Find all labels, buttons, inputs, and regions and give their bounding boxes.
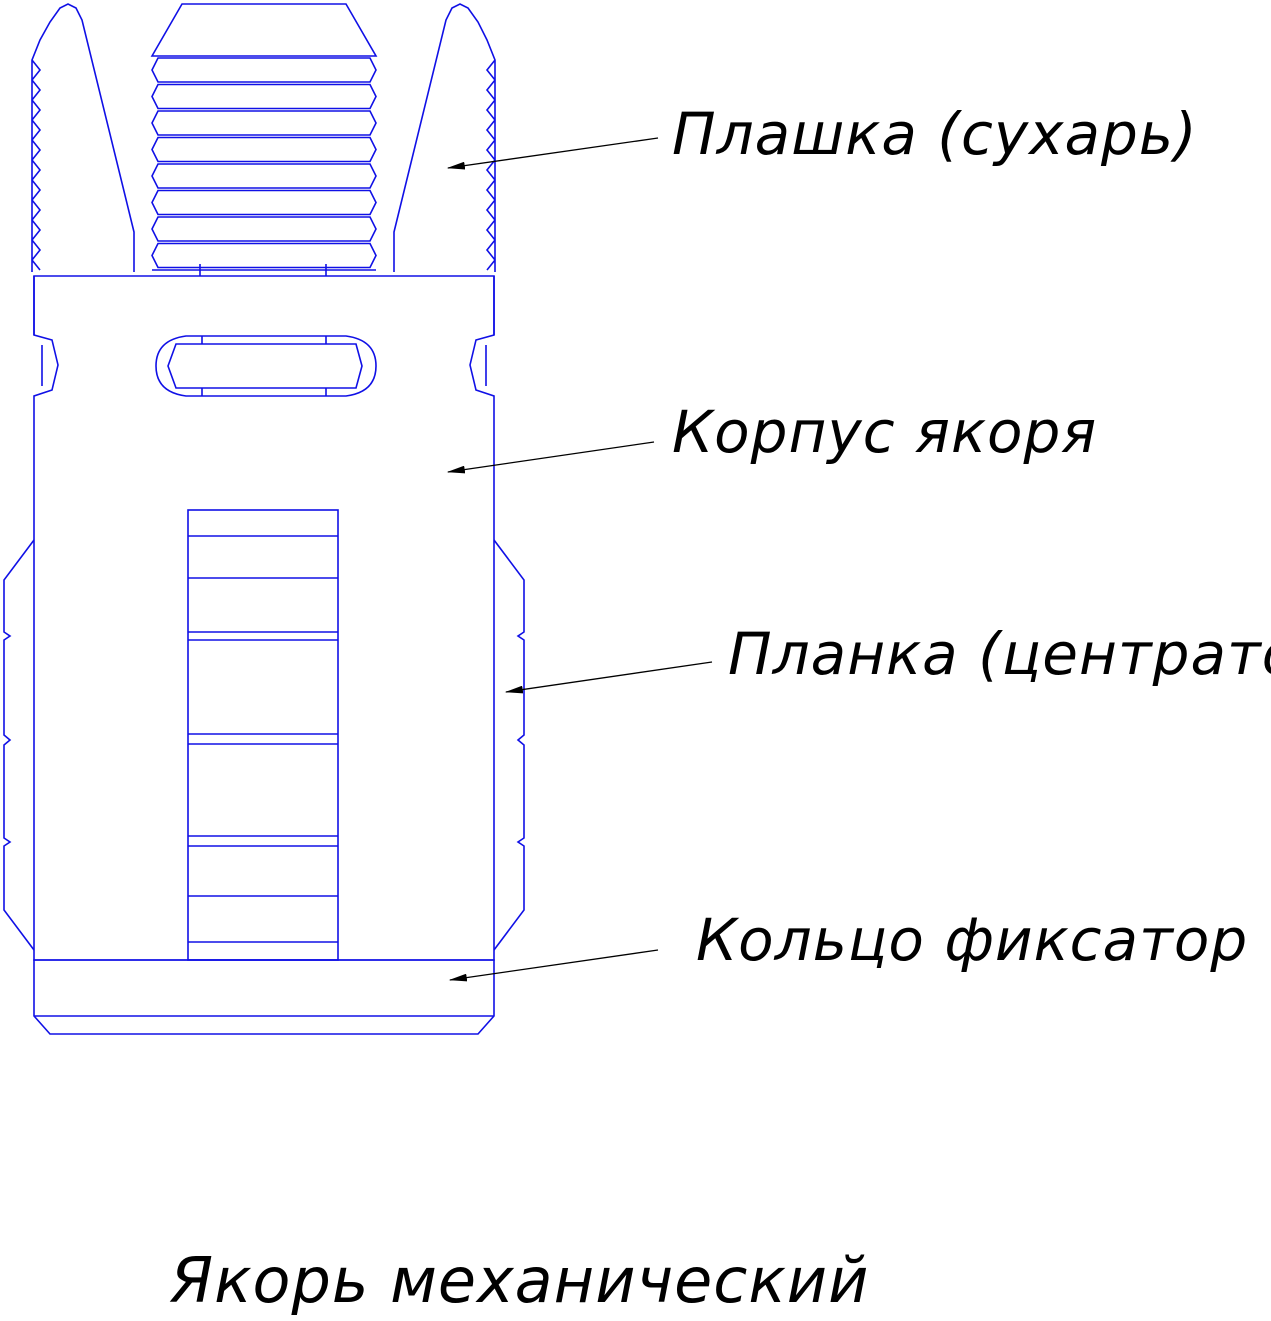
leader-ring	[448, 949, 659, 982]
callout-label-die: Плашка (сухарь)	[672, 100, 1198, 168]
leader-centralizer	[504, 661, 713, 694]
anchor-body	[33, 275, 495, 961]
centralizer-strip-left	[3, 539, 35, 951]
slip-die-center	[150, 3, 378, 276]
callout-label-centralizer: Планка (центратор)	[728, 620, 1271, 688]
retaining-ring	[33, 959, 495, 1035]
callout-label-body: Корпус якоря	[672, 398, 1097, 466]
thread-ring	[151, 136, 377, 163]
thread-ring	[151, 242, 377, 269]
thread-ring	[151, 163, 377, 189]
thread-ring	[151, 57, 377, 83]
leader-body	[446, 441, 655, 474]
thread-ring	[151, 216, 377, 242]
thread-ring	[151, 189, 377, 216]
slip-die-right	[393, 3, 497, 272]
leader-die	[446, 137, 659, 170]
thread-ring	[151, 110, 377, 136]
slip-die-left	[30, 3, 135, 272]
drawing-title: Якорь механический	[169, 1244, 869, 1317]
centralizer-strip-right	[493, 539, 525, 951]
thread-ring	[151, 83, 377, 110]
callout-label-ring: Кольцо фиксатор	[696, 906, 1248, 974]
